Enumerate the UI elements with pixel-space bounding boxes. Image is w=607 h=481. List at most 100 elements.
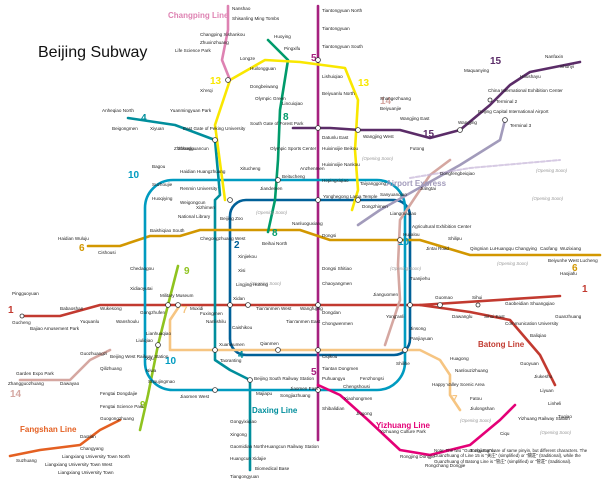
station-wangjing[interactable] [457,127,463,133]
line-6[interactable] [86,228,602,257]
station-label: Chedaogou [130,266,154,271]
station-label: Renmin University [180,186,218,191]
station-label: Sihui [472,295,482,300]
station-dongzhimen[interactable] [355,197,361,203]
station-label: Niwa [146,368,157,373]
station-airport-t3[interactable] [502,117,508,123]
station-label: Zhangguozhuang [8,381,44,386]
station-label: Huangqu [495,246,514,251]
station-label: Changping Xishankou [200,32,245,37]
opening-soon-tags: (Opening Soon) (Opening Soon) (Opening S… [250,156,572,435]
station-ciqikou[interactable] [315,347,321,353]
station-xuanwumen[interactable] [212,347,218,353]
batong-line[interactable] [418,303,557,387]
station-xizhimen[interactable] [227,197,233,203]
station-beitucheng[interactable] [275,177,281,183]
station-label: Jianguomen [373,292,398,297]
station-label: Muxidi [190,306,203,311]
station-label: Huagong [450,356,469,361]
station-beijing-south[interactable] [247,377,253,383]
station-label: Dongzhimen [362,204,388,209]
station-label: Futong [410,146,425,151]
station-label: Xiaohongmen [344,396,373,401]
station-airport-t2[interactable] [487,97,493,103]
station-xidan[interactable] [245,302,251,308]
station-label: Olympic Green [255,96,286,101]
line-15[interactable] [291,60,582,140]
station-xierqi[interactable] [225,77,231,83]
station-gongzhufen[interactable] [165,302,171,308]
station-dongdan[interactable] [315,302,321,308]
changping-line[interactable] [220,4,232,82]
station-label: Garden Expo Park [16,371,54,376]
station-pingguoyuan[interactable] [19,313,25,319]
station-label: Xidiaoyutai [130,286,152,291]
opening-soon-line [409,159,561,179]
line-1[interactable] [20,294,562,318]
station-yonghegong[interactable] [315,197,321,203]
station-jiaomen-w[interactable] [212,387,218,393]
line-10[interactable] [143,178,407,392]
line-4[interactable] [126,116,252,472]
station-zhichunlu[interactable] [212,137,218,143]
station-label: Shangezhuang [380,96,411,101]
batong-line-label: Batong Line [478,340,525,349]
station-label: Huilongguan [250,66,276,71]
station-label: Shoujingmao [148,379,175,384]
station-label: Tiangongyuan [230,474,259,479]
station-label: Wangjing West [363,134,394,139]
station-lishuiqiao[interactable] [315,57,321,63]
station-label: Hujialou [403,232,420,237]
station-label: Caofang [540,246,558,251]
station-label: Houshayu [520,74,541,79]
airport-express[interactable] [356,118,507,227]
station-label: Huixinxijie Nankou [322,162,360,167]
opening-soon-tag-4: (Opening Soon) [390,266,422,271]
station-shuangjing[interactable] [402,347,408,353]
opening-soon-tag-1: (Opening Soon) [362,156,394,161]
line-5-number: 5 [311,53,317,64]
station-jianguomen[interactable] [407,302,413,308]
station-label: Haidian Huangzhuang [180,169,226,174]
station-label: Jiangtai [420,186,436,191]
station-label: Tiantongyuan South [322,44,363,49]
station-label: Xiyuan [150,126,164,131]
station-label: Shilihe [396,361,410,366]
station-label: Huangcun Xidajie [230,456,266,461]
fangshan-line[interactable] [8,418,122,458]
station-hujialou[interactable] [397,237,403,243]
station-datunlu-e[interactable] [315,125,321,131]
station-label: Suzhuang [16,458,37,463]
station-wangjing-w[interactable] [355,127,361,133]
station-label: Jiaomen West [180,394,210,399]
station-label: Haojiafu [560,271,577,276]
station-label: Yizhuang Railway Station [518,416,570,421]
station-fuxingmen[interactable] [227,302,233,308]
station-junshibowuguan[interactable] [175,302,181,308]
station-label: Jiaomen East [290,386,319,391]
station-label: Shisanling Ming Tombs [232,16,280,21]
station-label: Baliqiao [530,333,547,338]
line-5-number-south: 5 [311,367,317,378]
yizhuang-line[interactable] [316,383,517,457]
station-liuliqiao[interactable] [155,342,161,348]
station-label: Haidian Wuluju [58,236,89,241]
station-sihui[interactable] [475,302,481,308]
station-label: Anheqiao North [102,108,134,113]
line-7[interactable] [168,303,462,412]
line-13[interactable] [213,58,360,212]
station-guomao[interactable] [437,302,443,308]
line-14-number: 14 [380,96,392,107]
station-label: Dongfengbeiqiao [440,171,475,176]
line-8[interactable] [266,38,290,234]
opening-soon-tag-5: (Opening Soon) [497,261,529,266]
airport-express-label: Airport Express [386,179,447,188]
station-label: Jiandemen [260,186,283,191]
station-qianmen[interactable] [275,347,281,353]
station-label: Communication University [505,321,559,326]
station-label: Lingjing Hutong [236,282,268,287]
station-songjiazhuang[interactable] [315,387,321,393]
station-label: Fatou [470,396,482,401]
station-label: Shuangqiao [530,301,555,306]
